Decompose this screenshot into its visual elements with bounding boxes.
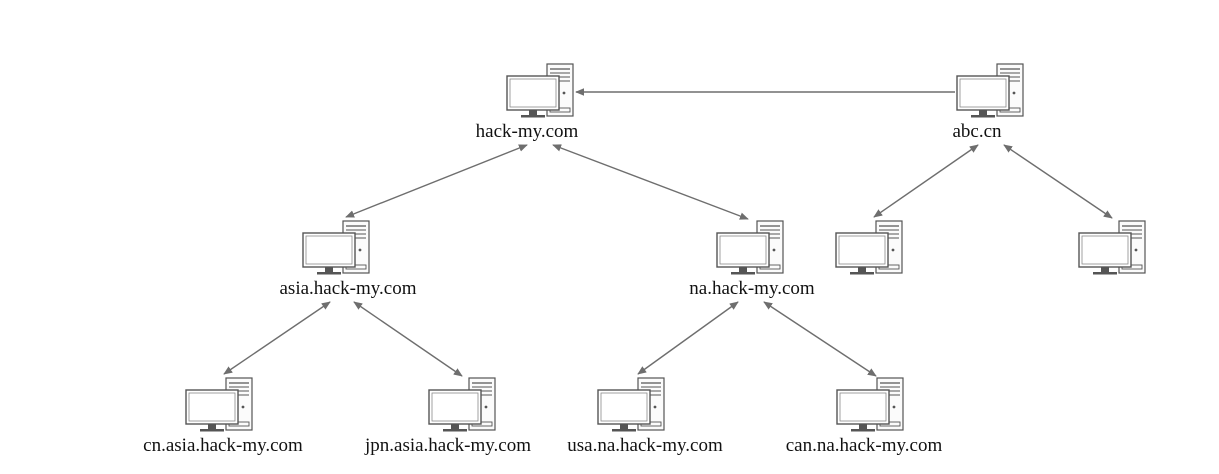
node-label-na: na.hack-my.com: [689, 278, 815, 299]
edges-layer: [223, 88, 1113, 377]
computer-icon: [506, 63, 574, 118]
nodes-layer: hack-my.com abc.cn asia.hack-my.com na.hack…: [143, 63, 1146, 456]
computer-icon: [836, 377, 904, 432]
computer-icon: [185, 377, 253, 432]
node-can: can.na.hack-my.com: [786, 377, 943, 456]
node-label-abc: abc.cn: [952, 121, 1002, 142]
node-asia: asia.hack-my.com: [280, 220, 417, 299]
node-label-asia: asia.hack-my.com: [280, 278, 417, 299]
computer-icon: [302, 220, 370, 275]
node-label-hack: hack-my.com: [476, 121, 579, 142]
node-cn: cn.asia.hack-my.com: [143, 377, 303, 456]
node-abc-child-1: [835, 220, 903, 275]
edge-na-to-can: [763, 301, 877, 377]
computer-icon: [597, 377, 665, 432]
node-usa: usa.na.hack-my.com: [567, 377, 723, 456]
edge-na-to-usa: [637, 301, 739, 375]
edge-abc-to-abc-child-2: [1003, 144, 1113, 219]
edge-hack-to-na: [552, 144, 749, 220]
edge-asia-to-cn: [223, 301, 331, 375]
computer-icon: [428, 377, 496, 432]
node-label-usa: usa.na.hack-my.com: [567, 435, 723, 456]
node-label-cn: cn.asia.hack-my.com: [143, 435, 303, 456]
edge-abc-to-abc-child-1: [873, 144, 979, 218]
edge-asia-to-jpn: [353, 301, 463, 377]
node-label-jpn: jpn.asia.hack-my.com: [364, 435, 531, 456]
node-hack: hack-my.com: [476, 63, 579, 142]
computer-icon: [956, 63, 1024, 118]
computer-icon: [1078, 220, 1146, 275]
node-na: na.hack-my.com: [689, 220, 815, 299]
node-label-can: can.na.hack-my.com: [786, 435, 943, 456]
edge-hack-to-asia: [345, 144, 528, 218]
node-jpn: jpn.asia.hack-my.com: [364, 377, 531, 456]
node-abc: abc.cn: [952, 63, 1024, 142]
computer-icon: [835, 220, 903, 275]
node-abc-child-2: [1078, 220, 1146, 275]
computer-icon: [716, 220, 784, 275]
